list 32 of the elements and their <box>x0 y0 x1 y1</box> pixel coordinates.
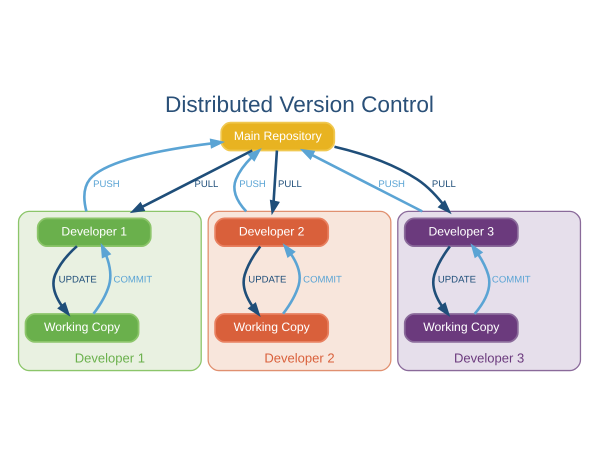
edge-label: COMMIT <box>114 274 152 286</box>
arrow <box>233 148 262 212</box>
arrow <box>270 150 280 215</box>
arrow <box>83 138 226 212</box>
edge-label: UPDATE <box>248 274 286 286</box>
arrow <box>282 242 301 314</box>
edge-label: UPDATE <box>58 274 97 286</box>
edge-label: PULL <box>278 178 302 190</box>
node-box: Working Copy <box>214 312 330 342</box>
arrow <box>242 245 262 317</box>
arrow <box>52 244 78 316</box>
arrow <box>470 242 491 314</box>
node-box: Developer 3 <box>404 216 519 247</box>
node-box: Working Copy <box>404 312 519 342</box>
arrow <box>130 148 253 213</box>
edge-label: PULL <box>432 178 456 190</box>
edge-label: PUSH <box>378 178 405 190</box>
edge-label: COMMIT <box>303 274 342 286</box>
edge-label: PULL <box>194 178 218 190</box>
arrow <box>92 242 112 314</box>
node-box: Developer 1 <box>36 216 152 247</box>
diagram-title: Distributed Version Control <box>165 92 434 117</box>
node-box: Main Repository <box>220 121 336 151</box>
arrow <box>432 245 451 317</box>
arrow <box>334 144 452 214</box>
node-box: Working Copy <box>24 312 140 342</box>
edge-label: PUSH <box>93 178 120 190</box>
edge-label: PUSH <box>239 178 266 190</box>
edge-label: COMMIT <box>492 274 531 286</box>
node-box: Developer 2 <box>214 216 330 247</box>
edge-label: UPDATE <box>438 274 476 286</box>
arrow <box>300 148 423 212</box>
